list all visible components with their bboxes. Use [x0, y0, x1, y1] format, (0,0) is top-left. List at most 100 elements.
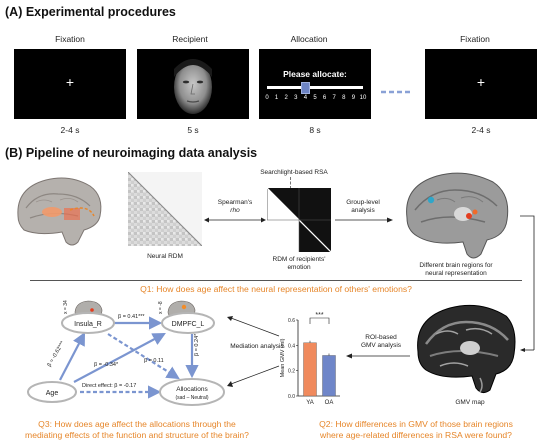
stage-label-recipient: Recipient [172, 34, 208, 44]
x-tick-label: YA [306, 400, 314, 406]
allocation-slider-track [267, 86, 363, 89]
scale-tick-6: 6 [322, 95, 327, 101]
beta-insula-dmpfc: β = 0.41*** [118, 314, 145, 320]
mediation-analysis-label: Mediation analysis [230, 343, 284, 350]
brain-regions-image [397, 166, 517, 264]
beta-insula-alloc: β = 0.11 [144, 358, 164, 364]
y-tick-label: 0.6 [288, 318, 295, 324]
stage-label-fixation-2: Fixation [460, 34, 490, 44]
beta-dmpfc-alloc: β = 0.24* [194, 333, 200, 356]
dmpfc-activation [181, 304, 187, 310]
fixation-screen-1: + [14, 49, 126, 119]
node-dmpfc [161, 312, 215, 334]
roi-label-2: GMV analysis [360, 342, 402, 349]
path-insula-alloc [107, 333, 180, 380]
bar-oa [322, 355, 336, 397]
duration-fixation-2: 2-4 s [471, 125, 491, 135]
scale-tick-0: 0 [265, 95, 269, 101]
node-allocations [159, 378, 225, 406]
duration-recipient: 5 s [187, 125, 199, 135]
gmv-bar-chart: 0.0 0.2 0.4 0.6YA OA *** Mean GMV (ml) [280, 312, 340, 406]
mediation-diagram: Insula_R DMPFC_L Age Allocations (sad – … [27, 300, 225, 406]
scale-tick-4: 4 [303, 95, 308, 101]
scale-tick-1: 1 [274, 95, 279, 101]
spearman-label-2: rho [230, 207, 240, 214]
bar-ya [303, 342, 317, 397]
emotion-rdm-matrix [267, 188, 331, 252]
rdm-emotion-label-1: RDM of recipients' [272, 256, 326, 263]
node-dmpfc-label: DMPFC_L [172, 321, 205, 328]
stage-label-fixation-1: Fixation [55, 34, 85, 44]
fixation-screen-2: + [425, 49, 537, 119]
beta-age-insula: β = -0.62*** [47, 340, 67, 368]
y-axis-label: Mean GMV (ml) [280, 338, 286, 377]
allocation-prompt: Please allocate: [283, 69, 347, 79]
regions-label-1: Different brain regions for [419, 262, 493, 269]
right-arrow-icon [335, 217, 393, 223]
q3-line-1: Q3: How does age affect the allocations … [38, 419, 236, 429]
beta-direct: Direct effect: β = -0.17 [82, 383, 136, 389]
node-allocations-sub: (sad – Neutral) [175, 395, 208, 401]
neural-rdm-label: Neural RDM [147, 253, 183, 260]
q2-line-2: where age-related differences in RSA wer… [320, 430, 512, 440]
left-arrow-icon [346, 353, 410, 359]
connector-arrow-down [520, 215, 535, 350]
path-age-dmpfc [73, 332, 166, 383]
roi-label-1: ROI-based [365, 334, 397, 341]
significance-bracket [309, 317, 330, 324]
recipient-screen [137, 49, 249, 119]
duration-fixation-1: 2-4 s [60, 125, 80, 135]
section-a-title: (A) Experimental procedures [5, 5, 176, 19]
node-insula [61, 312, 115, 334]
q3-line-2: mediating effects of the function and st… [25, 430, 249, 440]
searchlight-connector [290, 177, 292, 189]
x-tick-label: OA [325, 400, 334, 406]
section-b-title: (B) Pipeline of neuroimaging data analys… [5, 146, 258, 160]
spearman-label-1: Spearman's [217, 199, 253, 206]
y-tick-label: 0.4 [288, 343, 295, 349]
dmpfc-coord: x = -8 [158, 301, 164, 314]
q1-text: Q1: How does age affect the neural repre… [140, 284, 412, 294]
scale-tick-2: 2 [284, 95, 288, 101]
regions-label-2: neural representation [425, 270, 487, 277]
stage-label-allocation: Allocation [290, 34, 328, 44]
continuation-dots [381, 82, 411, 100]
recipient-face-image [174, 59, 212, 114]
fixation-cross: + [65, 74, 75, 90]
scale-tick-8: 8 [342, 95, 346, 101]
connector-arrow-left [520, 348, 534, 352]
insula-activation [90, 308, 94, 312]
allocation-slider-handle [301, 82, 311, 94]
y-tick-label: 0.2 [288, 369, 295, 375]
q2-line-1: Q2: How differences in GMV of those brai… [319, 419, 513, 429]
insula-coord: x = 34 [63, 300, 69, 314]
gmv-map-label: GMV map [455, 399, 485, 406]
beta-age-dmpfc: β = -0.34* [94, 362, 119, 368]
rdm-emotion-label-2: emotion [287, 264, 311, 271]
fixation-cross-2: + [476, 74, 486, 90]
searchlight-label: Searchlight-based RSA [260, 169, 328, 176]
scale-tick-9: 9 [351, 95, 356, 101]
node-insula-label: Insula_R [74, 321, 102, 328]
scale-tick-7: 7 [332, 95, 336, 101]
duration-allocation: 8 s [309, 125, 321, 135]
path-age-insula [59, 332, 86, 381]
gmv-map-image [417, 304, 516, 394]
group-level-label-1: Group-level [346, 199, 380, 206]
q1-divider [30, 280, 522, 281]
node-age [27, 381, 77, 403]
scale-tick-5: 5 [313, 95, 317, 101]
y-tick-label: 0.0 [288, 394, 295, 400]
group-level-label-2: analysis [351, 207, 375, 214]
significance-label: *** [315, 312, 323, 319]
scale-tick-10: 10 [359, 95, 367, 101]
neural-rdm-matrix [128, 172, 202, 246]
node-allocations-label: Allocations [176, 386, 208, 393]
double-arrow-icon [204, 217, 266, 223]
mediation-arrows [227, 316, 280, 387]
node-age-label: Age [46, 390, 59, 397]
scale-tick-3: 3 [294, 95, 298, 101]
brain-sagittal-image [17, 177, 102, 246]
